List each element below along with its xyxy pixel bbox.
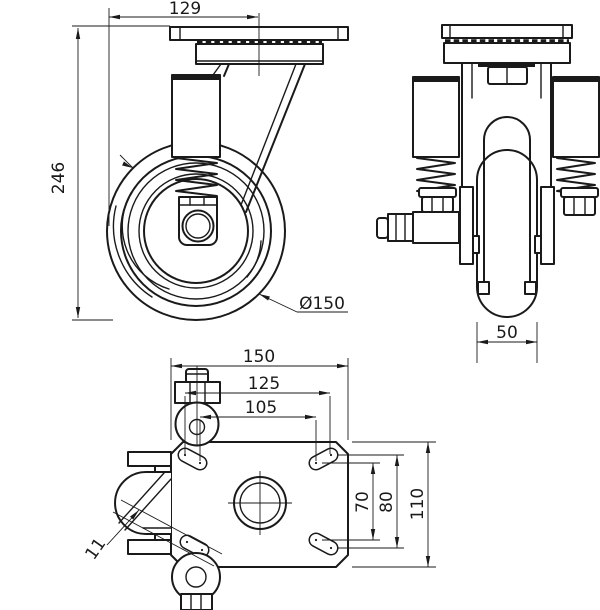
axle-assembly xyxy=(376,211,460,244)
dim-wheel-width-label: 50 xyxy=(496,323,518,343)
kingpin-plan xyxy=(171,552,221,610)
axle-bolt-head xyxy=(181,209,215,243)
axle-washer-right xyxy=(534,235,542,254)
dim-hole-pitch-x-max-label: 125 xyxy=(248,374,280,394)
fork xyxy=(212,63,306,213)
front-view: 129 246 Ø150 xyxy=(49,0,349,321)
spring-coil-front xyxy=(175,157,218,197)
dimension-wheel-diameter-150: Ø150 xyxy=(119,154,348,314)
side-view: 50 xyxy=(376,24,600,363)
fork-side-plate-left xyxy=(459,186,474,265)
axle-washer-left xyxy=(472,235,480,254)
swivel-housing xyxy=(195,13,324,76)
wheel-plan xyxy=(114,471,172,535)
spring-housing-side-left xyxy=(412,76,460,158)
dimension-plate-width-110: 110 xyxy=(352,441,436,568)
dimension-overall-height-246: 246 xyxy=(49,25,170,321)
dim-plate-length-label: 150 xyxy=(243,347,275,367)
dim-overall-height-label: 246 xyxy=(49,162,69,194)
spring-bolt-left xyxy=(418,187,457,213)
dim-hole-pitch-x-min-label: 105 xyxy=(245,398,277,418)
dimension-hole-pitch-x-min-105: 105 xyxy=(199,398,317,461)
top-plate-side xyxy=(441,24,573,39)
spring-housing-side-right xyxy=(552,76,600,158)
dim-hole-pitch-y-max-label: 80 xyxy=(377,491,397,513)
wheel-side xyxy=(476,149,538,318)
bolt-slots xyxy=(177,447,339,558)
spring-bolt-right xyxy=(560,187,599,216)
spring-housing-front xyxy=(171,74,221,158)
dimension-hole-pitch-y-max-80: 80 xyxy=(337,454,404,549)
dim-wheel-diameter-label: Ø150 xyxy=(299,294,345,314)
dimension-hole-pitch-y-min-70: 70 xyxy=(322,462,380,541)
dimension-plate-length-150: 150 xyxy=(170,347,349,440)
dim-hole-pitch-y-min-label: 70 xyxy=(353,491,373,513)
dim-plate-width-label: 110 xyxy=(408,488,428,520)
kingpin-nut-side xyxy=(487,66,528,85)
dimension-wheel-width-50: 50 xyxy=(476,322,538,363)
swivel-housing-side xyxy=(443,42,571,67)
fork-side xyxy=(459,62,555,295)
fork-side-plate-right xyxy=(540,186,555,265)
dimension-offset-129: 129 xyxy=(108,0,258,226)
dimension-hole-pitch-x-max-125: 125 xyxy=(184,374,331,454)
plan-view: 150 125 105 70 xyxy=(82,347,436,610)
dim-slot-width-label: 11 xyxy=(82,535,111,564)
tire-contour-arc xyxy=(246,240,262,278)
dim-offset-label: 129 xyxy=(169,0,201,19)
hub-front xyxy=(178,196,218,246)
tire-contour-arc xyxy=(112,205,153,298)
center-hole xyxy=(228,471,292,535)
axle-bars-plan xyxy=(127,451,172,555)
tire-contour-arc xyxy=(121,192,170,290)
spring-bolt-plan xyxy=(174,366,221,447)
